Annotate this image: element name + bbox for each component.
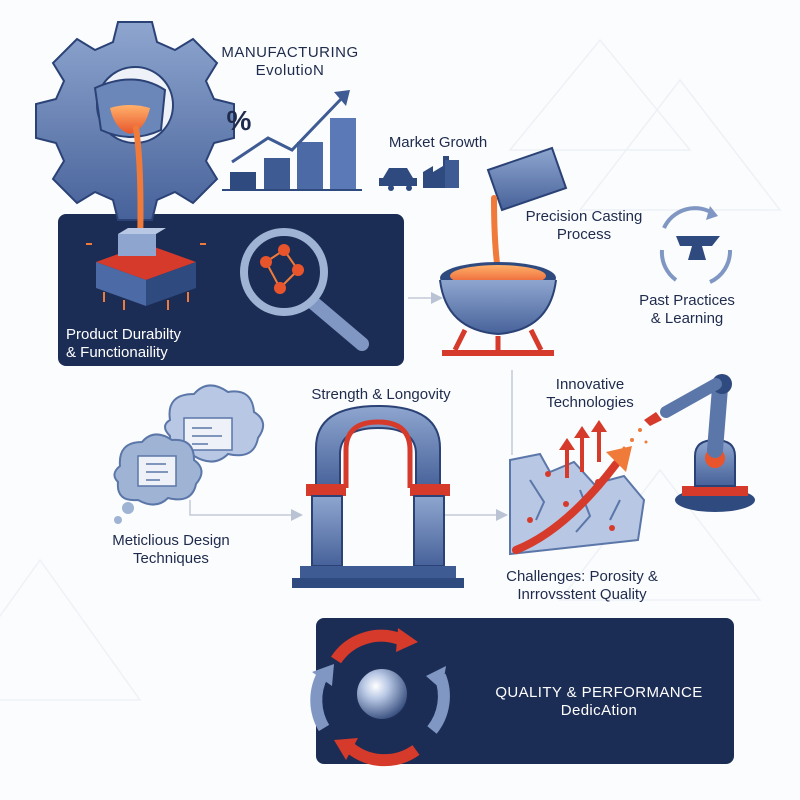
- percent-label: %: [226, 105, 252, 136]
- innovative-label: Innovative Technologies: [520, 376, 660, 412]
- bar-chart-icon: [222, 90, 362, 191]
- market-growth-label: Market Growth: [388, 134, 488, 151]
- manufacturing-title-line1: MANUFACTURING: [221, 44, 359, 61]
- past-practices-line1: Past Practices: [639, 292, 735, 309]
- quality-line1: QUALITY & PERFORMANCE: [495, 684, 703, 701]
- thought-cloud-icon: [113, 384, 265, 524]
- durability-line2: & Functionaility: [66, 344, 168, 361]
- challenges-line1: Challenges: Porosity &: [506, 568, 658, 585]
- durability-line1: Product Durabilty: [66, 326, 182, 343]
- design-label: Meticlious Design Techniques: [86, 532, 256, 568]
- innovative-line1: Innovative: [555, 376, 625, 393]
- past-practices-label: Past Practices & Learning: [622, 292, 752, 328]
- precision-casting-line1: Precision Casting: [525, 208, 643, 225]
- precision-casting-line2: Process: [556, 226, 612, 243]
- sphere-icon: [355, 667, 409, 721]
- growth-arrows-icon: [512, 420, 632, 554]
- quality-line2: DedicAtion: [560, 702, 638, 719]
- quality-label: QUALITY & PERFORMANCE DedicAtion: [476, 684, 722, 720]
- robot-arm-icon: [622, 374, 755, 512]
- connector-lines: [189, 292, 513, 521]
- manufacturing-title-line2: EvolutioN: [255, 62, 325, 79]
- factory-icon: [423, 156, 459, 188]
- design-line2: Techniques: [133, 550, 209, 567]
- challenges-line2: Inrrovsstent Quality: [517, 586, 647, 603]
- past-practices-line2: & Learning: [650, 310, 724, 327]
- innovative-line2: Technologies: [546, 394, 634, 411]
- crucible-icon: [439, 262, 557, 356]
- arch-icon: [292, 404, 464, 588]
- mold-block-icon: [86, 228, 206, 310]
- durability-label: Product Durabilty & Functionaility: [66, 326, 266, 362]
- anvil-cycle-icon: [659, 206, 733, 284]
- strength-label: Strength & Longovity: [311, 386, 451, 403]
- precision-casting-label: Precision Casting Process: [504, 208, 664, 244]
- car-icon: [379, 168, 417, 191]
- design-line1: Meticlious Design: [112, 532, 230, 549]
- magnifier-icon: [240, 228, 369, 351]
- manufacturing-title: MANUFACTURING EvolutioN: [210, 44, 370, 80]
- cycle-arrows-icon: [310, 628, 450, 767]
- challenges-label: Challenges: Porosity & Inrrovsstent Qual…: [484, 568, 680, 604]
